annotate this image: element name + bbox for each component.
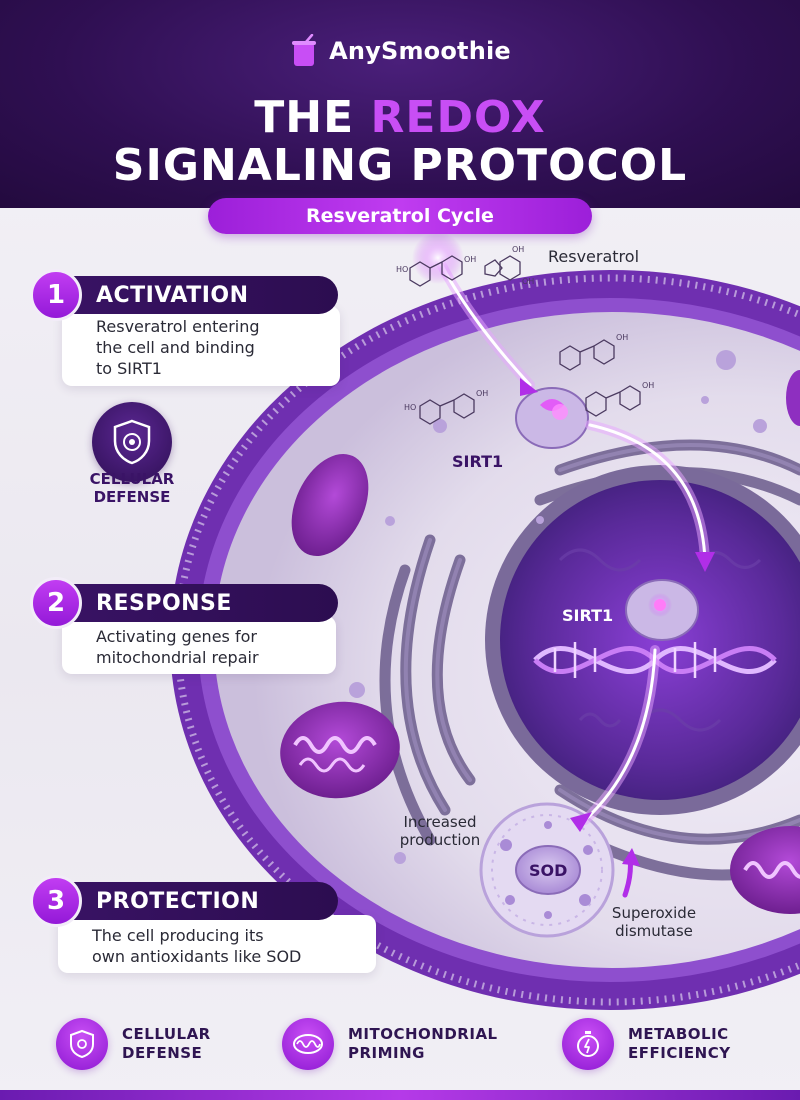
vesicles <box>349 350 767 864</box>
step-3-card: The cell producing its own antioxidants … <box>58 915 376 973</box>
footer-text-cellular-defense: CELLULAR DEFENSE <box>122 1025 211 1063</box>
step-2-card: Activating genes for mitochondrial repai… <box>62 616 336 674</box>
shield-icon <box>70 1029 94 1059</box>
footer-item-cellular-defense: CELLULAR DEFENSE <box>56 1018 211 1070</box>
step-2-line-2: mitochondrial repair <box>96 648 259 667</box>
stopwatch-icon <box>577 1031 599 1057</box>
side-label-line-1: CELLULAR <box>89 470 175 488</box>
footer-item-mitochondrial-priming: MITOCHONDRIAL PRIMING <box>282 1018 498 1070</box>
footer-1-line-1: CELLULAR <box>122 1025 211 1043</box>
footer-1-line-2: DEFENSE <box>122 1044 203 1062</box>
shield-icon <box>113 419 151 465</box>
title-prefix: THE <box>254 92 355 143</box>
step-1-line-3: to SIRT1 <box>96 359 162 378</box>
sod-label: SOD <box>529 861 568 880</box>
pathway-arrowheads <box>520 378 715 832</box>
step-3-line-2: own antioxidants like SOD <box>92 947 302 966</box>
footer-text-metabolic-efficiency: METABOLIC EFFICIENCY <box>628 1025 731 1063</box>
sirt1-nucleus-label: SIRT1 <box>562 606 614 625</box>
increased-production-label: Increased production <box>388 813 492 849</box>
lysosome-left <box>291 453 369 557</box>
molecule-label-oh-6: OH <box>476 389 488 398</box>
molecule-label-oh-2: OH <box>512 245 524 254</box>
footer-shield-icon-wrap <box>56 1018 108 1070</box>
step-1-header: 1 ACTIVATION <box>30 269 338 321</box>
mitochondria-icon <box>293 1034 323 1054</box>
resveratrol-glow <box>412 232 464 284</box>
cellular-defense-label: CELLULAR DEFENSE <box>68 470 196 506</box>
step-2-number: 2 <box>30 577 82 629</box>
footer-mitochondria-icon-wrap <box>282 1018 334 1070</box>
step-2-line-1: Activating genes for <box>96 627 257 646</box>
step-1-number: 1 <box>30 269 82 321</box>
brand-name: AnySmoothie <box>329 37 511 65</box>
footer-item-metabolic-efficiency: METABOLIC EFFICIENCY <box>562 1018 731 1070</box>
molecule-label-oh-1: OH <box>464 255 476 264</box>
sirt1-protein-outer <box>515 387 589 449</box>
smoothie-cup-icon <box>292 34 317 66</box>
nucleus <box>500 480 800 800</box>
footer-stopwatch-icon-wrap <box>562 1018 614 1070</box>
increased-line-1: Increased <box>403 813 477 831</box>
step-3-header: 3 PROTECTION <box>30 875 338 927</box>
increase-arrow <box>622 848 640 898</box>
side-label-line-2: DEFENSE <box>93 488 171 506</box>
step-3-line-1: The cell producing its <box>92 926 264 945</box>
sirt1-outer-label: SIRT1 <box>452 452 504 471</box>
step-1-line-1: Resveratrol entering <box>96 317 260 336</box>
increased-line-2: production <box>399 831 481 849</box>
title-accent: REDOX <box>370 92 546 143</box>
step-3-title: PROTECTION <box>96 888 260 914</box>
molecule-label-oh-5: OH <box>642 381 654 390</box>
molecule-label-oh-4: OH <box>616 333 628 342</box>
cellular-defense-badge <box>92 402 172 482</box>
molecule-label-oh-3: OH <box>522 277 534 286</box>
cycle-pill: Resveratrol Cycle <box>208 198 592 234</box>
page-title-line-1: THE REDOX <box>0 92 800 143</box>
chromatin <box>558 548 762 732</box>
step-2-title: RESPONSE <box>96 590 232 616</box>
molecule-label-ho-1: HO <box>396 265 408 274</box>
header-banner: AnySmoothie THE REDOX SIGNALING PROTOCOL <box>0 0 800 208</box>
cell-illustration: HO OH OH OH OH OH HO OH <box>170 232 800 1010</box>
footer-text-mitochondrial-priming: MITOCHONDRIAL PRIMING <box>348 1025 498 1063</box>
superoxide-line-2: dismutase <box>615 922 693 940</box>
step-2-header: 2 RESPONSE <box>30 577 338 629</box>
mitochondrion-left <box>280 701 400 799</box>
brand: AnySmoothie <box>0 34 800 68</box>
footer-3-line-1: METABOLIC <box>628 1025 729 1043</box>
step-1-card: Resveratrol entering the cell and bindin… <box>62 306 340 386</box>
sod-organelle <box>479 802 615 938</box>
step-1-title: ACTIVATION <box>96 282 249 308</box>
footer-2-line-1: MITOCHONDRIAL <box>348 1025 498 1043</box>
sirt1-protein-nucleus <box>625 579 699 641</box>
superoxide-dismutase-label: Superoxide dismutase <box>598 904 710 940</box>
molecule-label-ho-2: HO <box>404 403 416 412</box>
footer-2-line-2: PRIMING <box>348 1044 425 1062</box>
superoxide-line-1: Superoxide <box>611 904 697 922</box>
mitochondrion-right <box>730 826 800 914</box>
footer-accent-bar <box>0 1090 800 1100</box>
step-1-line-2: the cell and binding <box>96 338 255 357</box>
resveratrol-label: Resveratrol <box>548 247 640 266</box>
resveratrol-molecules <box>409 255 641 425</box>
step-3-number: 3 <box>30 875 82 927</box>
footer-3-line-2: EFFICIENCY <box>628 1044 731 1062</box>
organelle-top-right <box>786 370 800 426</box>
page-title-line-2: SIGNALING PROTOCOL <box>112 140 688 191</box>
